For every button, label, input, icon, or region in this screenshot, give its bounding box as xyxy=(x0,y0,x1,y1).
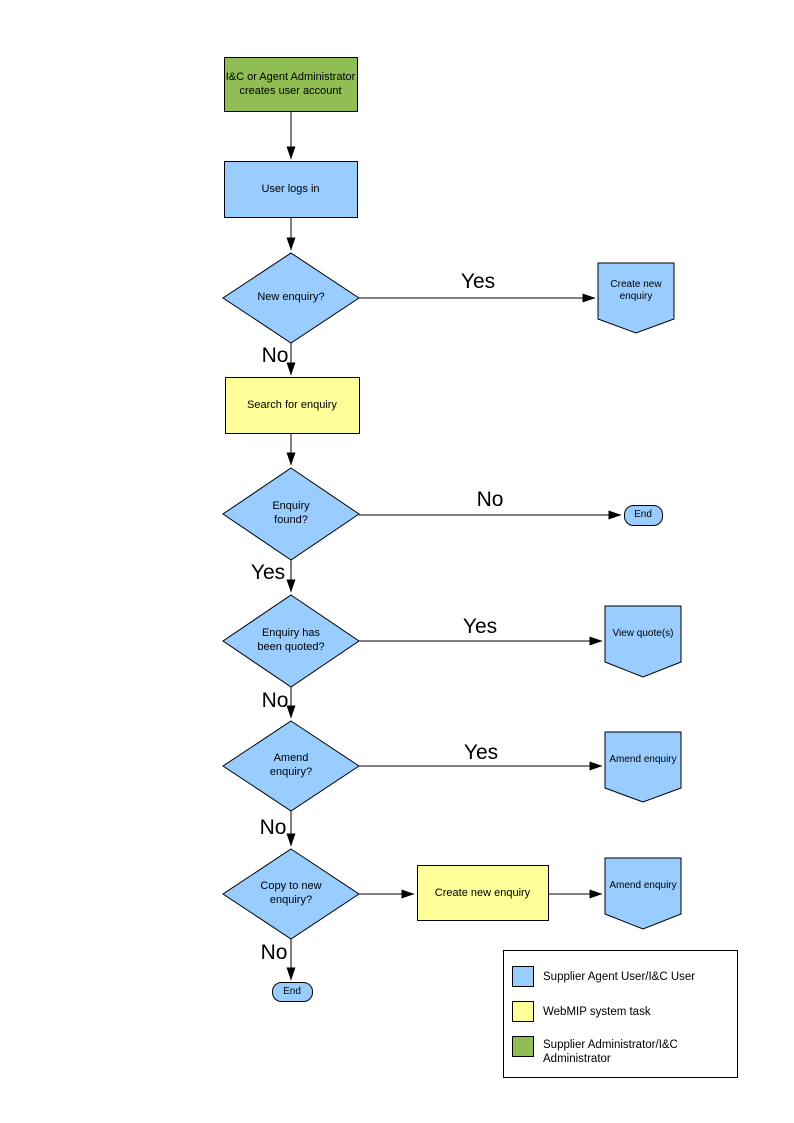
connector-amend-enquiry1-label: Amend enquiry xyxy=(609,753,677,765)
terminator-end-top-label: End xyxy=(634,508,652,520)
legend-box xyxy=(503,950,738,1078)
process-admin-creates-account-shape xyxy=(224,57,358,112)
edge-label-amend-no: No xyxy=(259,816,287,839)
legend-label-admin: Supplier Administrator/I&C Administrator xyxy=(543,1039,678,1066)
process-search-for-enquiry-label: Search for enquiry xyxy=(247,399,337,412)
decision-enquiry-found-shape xyxy=(222,467,360,561)
edge-label-enquiry-found-yes: Yes xyxy=(250,561,286,584)
connector-amend-enquiry2: Amend enquiry xyxy=(605,858,681,914)
decision-copy-to-new: Copy to new enquiry? xyxy=(223,849,359,939)
process-user-logs-in-label: User logs in xyxy=(261,183,320,196)
edge-label-amend-yes: Yes xyxy=(463,741,499,764)
process-create-new-enquiry: Create new enquiry xyxy=(417,866,548,921)
connector-create-new-enquiry-label: Create new enquiry xyxy=(610,278,662,303)
terminator-end-bottom-label: End xyxy=(283,986,301,998)
terminator-end-bottom-shape xyxy=(272,982,313,1002)
decision-enquiry-quoted-shape xyxy=(222,594,360,688)
legend-swatch-system xyxy=(512,1001,534,1022)
legend-swatch-user xyxy=(512,966,534,987)
process-search-for-enquiry: Search for enquiry xyxy=(225,378,359,434)
connector-view-quotes-label: View quote(s) xyxy=(612,627,674,639)
edge-label-enquiry-found-no: No xyxy=(476,488,504,511)
process-create-new-enquiry-label: Create new enquiry xyxy=(434,886,531,899)
connector-amend-enquiry1-shape xyxy=(604,731,682,803)
connector-amend-enquiry2-shape xyxy=(604,857,682,930)
edge-label-new-enquiry-yes: Yes xyxy=(460,270,496,293)
decision-new-enquiry-shape xyxy=(222,252,360,344)
decision-enquiry-found-label: Enquiry found? xyxy=(272,500,310,526)
decision-enquiry-found: Enquiry found? xyxy=(223,468,359,560)
edge-label-quoted-no: No xyxy=(261,689,289,712)
process-search-for-enquiry-shape xyxy=(225,377,360,434)
terminator-end-top-shape xyxy=(624,505,663,526)
legend-label-system: WebMIP system task xyxy=(543,1006,651,1018)
edge-label-quoted-yes: Yes xyxy=(462,615,498,638)
edge-label-new-enquiry-no: No xyxy=(261,344,289,367)
process-user-logs-in-shape xyxy=(224,161,358,218)
legend-swatch-admin xyxy=(512,1036,534,1057)
process-create-new-enquiry-shape xyxy=(417,865,549,921)
decision-new-enquiry-label: New enquiry? xyxy=(257,291,325,304)
terminator-end-top: End xyxy=(624,505,662,525)
process-user-logs-in: User logs in xyxy=(224,162,357,218)
process-admin-creates-account: I&C or Agent Administrator creates user … xyxy=(224,58,357,112)
terminator-end-bottom: End xyxy=(272,983,312,1002)
decision-new-enquiry: New enquiry? xyxy=(223,253,359,343)
decision-copy-to-new-label: Copy to new enquiry? xyxy=(260,880,322,906)
decision-enquiry-quoted: Enquiry has been quoted? xyxy=(223,595,359,687)
process-admin-creates-account-label: I&C or Agent Administrator creates user … xyxy=(225,71,356,97)
connector-group xyxy=(286,112,622,981)
decision-amend-enquiry-shape xyxy=(222,720,360,812)
connector-amend-enquiry2-label: Amend enquiry xyxy=(609,879,677,891)
connector-view-quotes-shape xyxy=(604,605,682,678)
decision-amend-enquiry-label: Amend enquiry? xyxy=(269,752,313,778)
decision-enquiry-quoted-label: Enquiry has been quoted? xyxy=(257,627,325,653)
connector-amend-enquiry1: Amend enquiry xyxy=(605,732,681,788)
connector-create-new-enquiry: Create new enquiry xyxy=(598,263,674,319)
decision-copy-to-new-shape xyxy=(222,848,360,940)
connector-create-new-enquiry-shape xyxy=(597,262,675,334)
legend-label-user: Supplier Agent User/I&C User xyxy=(543,971,696,983)
edge-label-copy-no: No xyxy=(260,941,288,964)
decision-amend-enquiry: Amend enquiry? xyxy=(223,721,359,811)
connector-view-quotes: View quote(s) xyxy=(605,606,681,662)
